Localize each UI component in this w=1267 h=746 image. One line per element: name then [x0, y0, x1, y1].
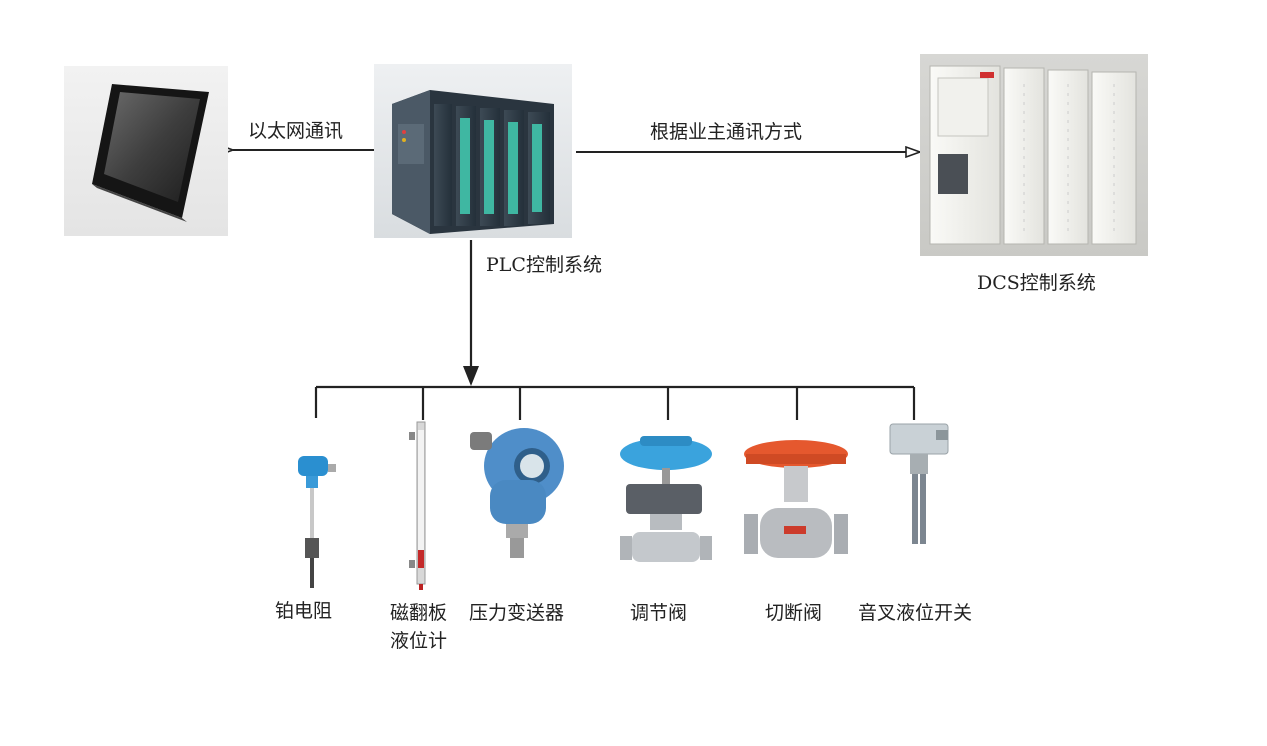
shutoff-valve-label: 切断阀	[765, 602, 823, 624]
hmi-touchscreen-image	[64, 66, 228, 236]
plc-system-label: PLC控制系统	[486, 254, 602, 276]
dcs-modules-image	[920, 54, 1148, 256]
rtd-label: 铂电阻	[275, 600, 333, 622]
pressure-transmitter-image	[470, 428, 564, 558]
plc-down-arrowhead	[463, 366, 479, 386]
dcs-system-label: DCS控制系统	[977, 272, 1096, 294]
shutoff-valve-image	[744, 440, 848, 558]
plc-rack-image	[374, 64, 572, 238]
ethernet-label: 以太网通讯	[248, 120, 344, 142]
control-valve-label: 调节阀	[630, 602, 688, 624]
magnetic-level-gauge-image	[409, 421, 426, 590]
owner-protocol-label: 根据业主通讯方式	[650, 121, 803, 143]
pressure-transmitter-label: 压力变送器	[469, 602, 565, 624]
tuning-fork-level-switch-image	[889, 423, 949, 544]
level-gauge-label-line2: 液位计	[390, 630, 448, 652]
rtd-sensor-image	[298, 456, 336, 588]
fork-switch-label: 音叉液位开关	[858, 602, 973, 624]
control-valve-image	[620, 436, 712, 562]
level-gauge-label-line1: 磁翻板	[390, 602, 448, 624]
